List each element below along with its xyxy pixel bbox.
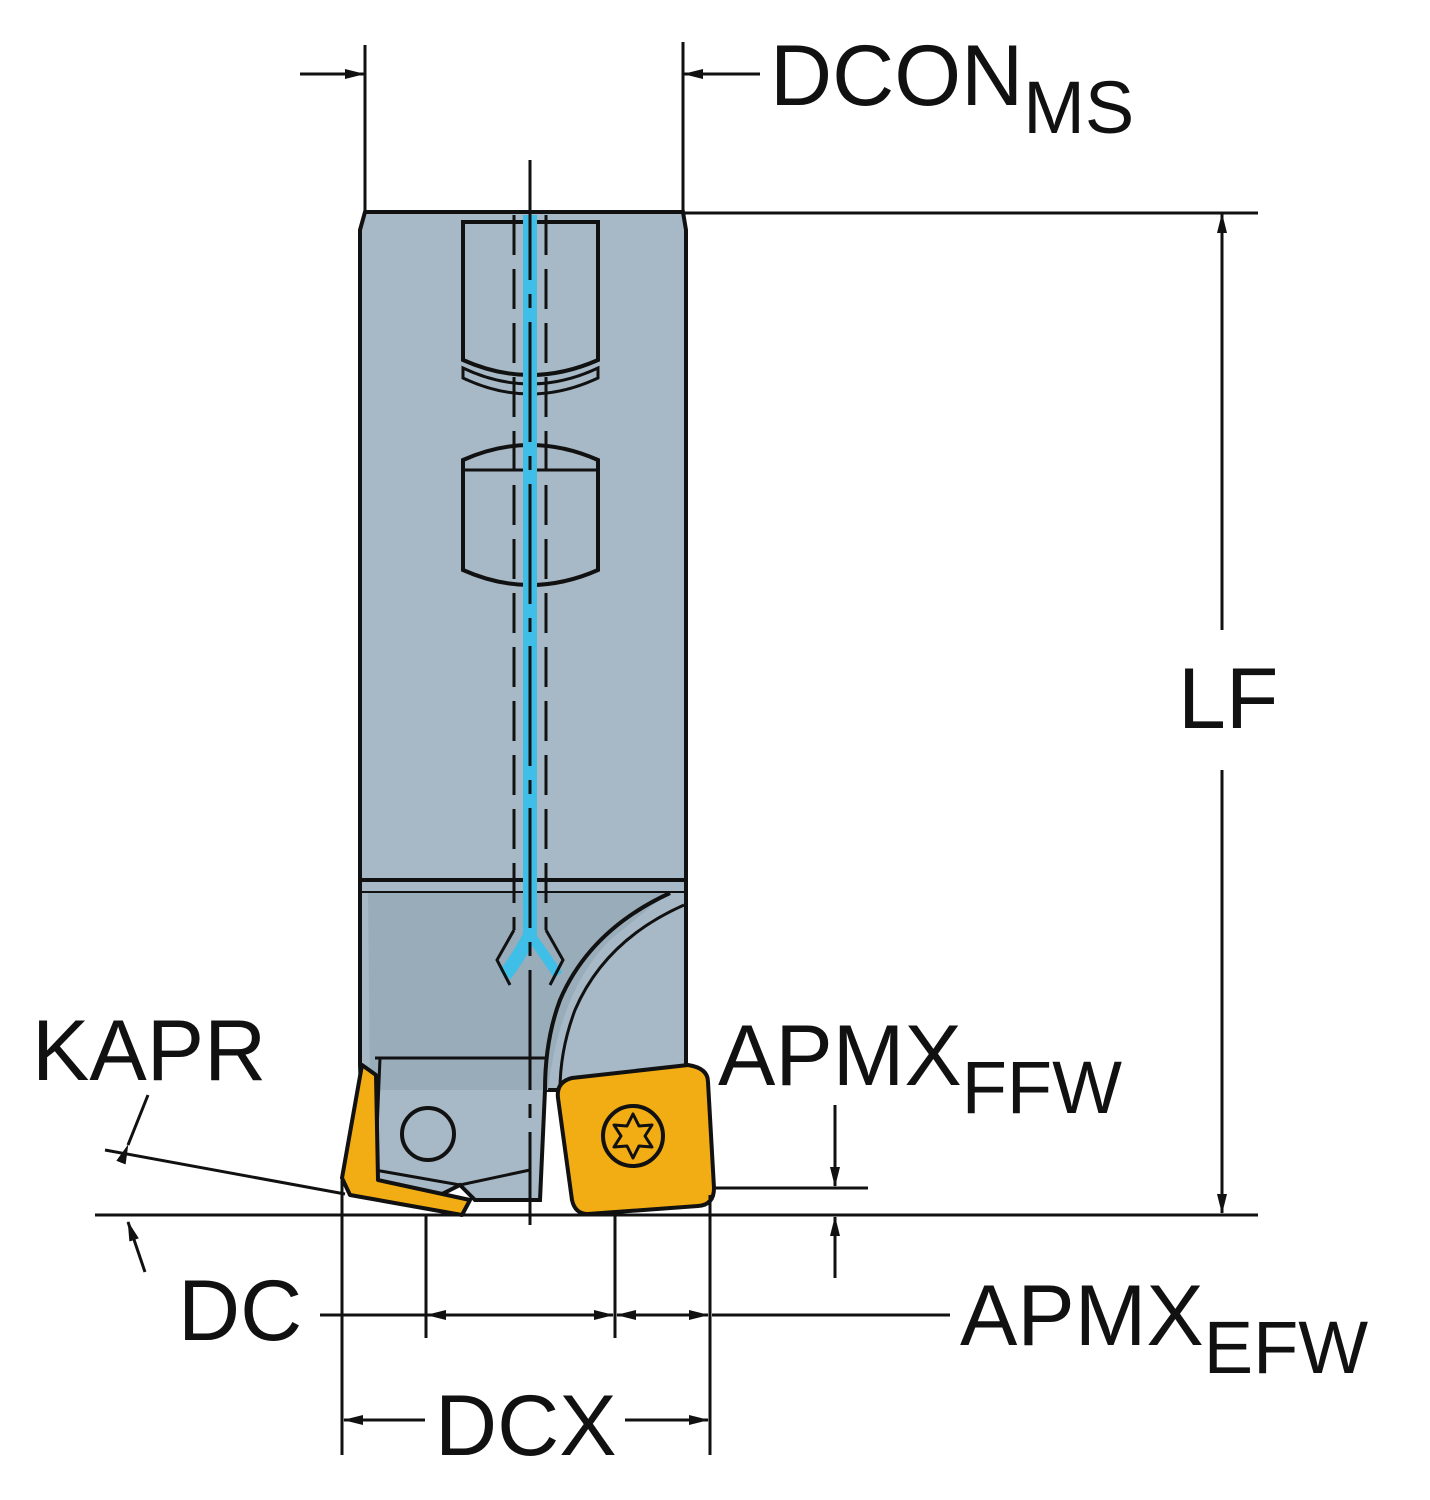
label-apmx-efw: APMXEFW (960, 1268, 1368, 1389)
label-dcx: DCX (435, 1378, 617, 1474)
label-dc: DC (178, 1263, 302, 1359)
torx-screw-icon (612, 1112, 654, 1160)
cutting-inserts (340, 1062, 717, 1217)
coolant-channel (495, 215, 565, 986)
label-apmx-ffw: APMXFFW (718, 1008, 1122, 1129)
label-kapr: KAPR (32, 1003, 266, 1099)
dimension-lines (95, 42, 1258, 1455)
label-dcon-ms: DCONMS (770, 28, 1134, 149)
screw-hole (400, 1106, 456, 1162)
label-lf: LF (1178, 651, 1278, 747)
